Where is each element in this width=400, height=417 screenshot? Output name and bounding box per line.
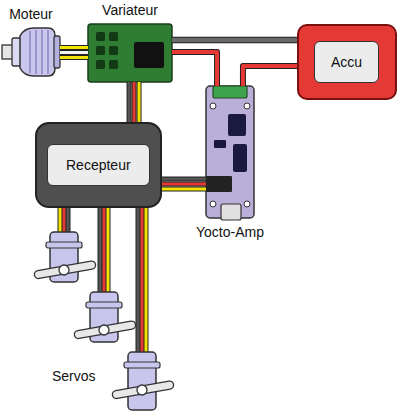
label-holder: Moteur [9,6,53,22]
wire-outline [243,66,297,86]
box-label: Accu [331,54,362,70]
wire [172,52,217,86]
wire [243,66,297,86]
box-label: Recepteur [66,157,131,173]
wire [172,38,297,43]
sensor-board [206,86,254,220]
wire [162,177,206,180]
wire-outline [60,55,88,60]
wire [138,82,141,122]
servo-symbol [34,232,96,282]
wire [162,182,206,185]
esc-node: Variateur [88,24,172,82]
receiver-box: Recepteur [35,122,162,208]
part-name: Moteur [9,6,53,22]
motor-symbol [2,28,60,76]
battery-box: Accu [297,24,397,100]
part-name: Variateur [102,2,158,18]
servo-symbol [74,292,136,342]
wire-bundle [162,179,206,189]
wire-outline [172,37,297,44]
label-panel: Accu [314,41,379,83]
servo-symbol [112,352,174,410]
wire-outline [137,82,142,122]
wire-bundle [60,48,88,58]
esc-board [88,24,172,82]
wire [162,187,206,190]
motor-node: Moteur [2,28,60,76]
label-panel: Recepteur [47,144,150,186]
wire-outline [127,82,132,122]
wire-outline [162,176,206,181]
group-label: Servos [52,368,96,384]
wire-outline [132,82,137,122]
wire-bundle [172,39,297,40]
wire-outline [162,186,206,191]
wire [133,82,136,122]
wire [60,46,88,49]
label-holder: Variateur [102,2,158,18]
wire-outline [172,52,217,86]
wire-bundle [172,52,217,86]
part-name: Yocto-Amp [196,224,264,240]
wire [60,56,88,59]
wire-outline [60,50,88,55]
wire [60,51,88,54]
label-holder: Yocto-Amp [196,224,264,240]
wire-outline [162,181,206,186]
sensor-node: Yocto-Amp [206,86,254,218]
wire-bundle [129,82,139,122]
wire [128,82,131,122]
wire-outline [60,45,88,50]
wire-bundle [243,66,297,86]
